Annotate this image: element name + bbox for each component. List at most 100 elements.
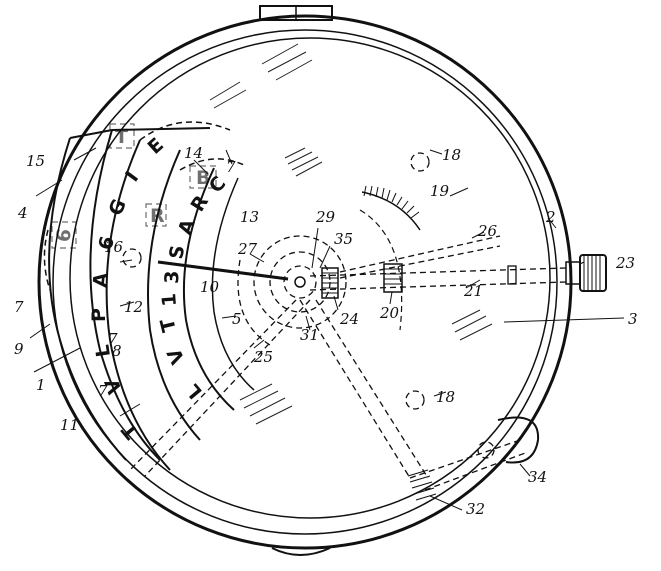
ghost-letter-0: 6	[52, 227, 76, 244]
ref-5: 5	[232, 310, 242, 328]
hole-16	[122, 248, 142, 268]
arm-34-b	[424, 451, 529, 491]
line-26	[339, 235, 501, 273]
ghost-letter-2: B	[196, 167, 210, 189]
inner-letter-3: 1	[158, 292, 181, 307]
outer-letter-3: P	[88, 308, 110, 322]
hole-34	[477, 441, 495, 459]
ref-1: 1	[36, 376, 46, 394]
ref-29: 29	[315, 208, 336, 226]
ref-7d: 7	[98, 382, 108, 400]
ref-3: 3	[628, 310, 638, 328]
inner-letter-2: T	[156, 316, 180, 334]
gear-20	[383, 263, 403, 293]
outer-letter-0: T	[118, 419, 143, 443]
knob-23	[579, 254, 607, 292]
hub-outer	[253, 235, 347, 329]
ref-18b: 18	[436, 388, 455, 406]
ref-26: 26	[477, 222, 498, 240]
knob-stem	[565, 261, 581, 285]
band-cut	[69, 127, 211, 139]
shaft-collar	[507, 265, 517, 285]
dashed-arc-left	[43, 229, 51, 291]
ref-18a: 18	[442, 146, 461, 164]
inner-letter-6: A	[174, 216, 200, 238]
ref-27: 27	[237, 240, 258, 258]
shaft-21-a	[309, 267, 567, 277]
arm-31-b	[144, 299, 311, 477]
ref-31: 31	[300, 326, 319, 344]
ghost-letter-3: T	[115, 126, 128, 148]
arc-19	[361, 191, 421, 231]
ref-15: 15	[26, 152, 45, 170]
outer-letter-4: A	[89, 271, 112, 288]
scale-19	[363, 185, 420, 219]
ref-34: 34	[528, 468, 547, 486]
ref-2: 2	[545, 208, 556, 226]
inner-letter-0: L	[182, 380, 207, 403]
inner-case-ring	[52, 29, 558, 535]
ref-21: 21	[463, 282, 483, 300]
ref-9: 9	[14, 340, 24, 358]
inner-letter-1: V	[163, 344, 189, 367]
ref-11: 11	[60, 416, 79, 434]
ref-7b: 7	[226, 158, 236, 176]
arm-32-b	[315, 299, 429, 479]
hatching	[209, 43, 493, 425]
outer-letter-5: 6	[95, 234, 120, 252]
ref-8: 8	[112, 342, 122, 360]
teeth-32	[407, 469, 437, 501]
dashed-arc-top-2	[179, 158, 247, 171]
outer-band	[48, 137, 127, 461]
dashed-arc-top	[139, 121, 231, 141]
ref-12: 12	[124, 298, 143, 316]
hub-center	[294, 276, 306, 288]
pointer-27	[157, 260, 289, 281]
arc-20	[359, 209, 403, 331]
gear-20-teeth	[384, 268, 402, 285]
hub-inner	[283, 265, 317, 299]
ref-7c: 7	[108, 330, 118, 348]
ref-14: 14	[184, 144, 203, 162]
crystal-ring	[69, 37, 551, 519]
inner-letter-5: S	[165, 244, 189, 261]
inner-wheel-outer-edge	[182, 167, 235, 411]
knob-knurling	[583, 255, 601, 291]
inner-letter-4: 3	[161, 270, 183, 284]
hole-18-bottom	[405, 390, 425, 410]
ref-20: 20	[379, 304, 400, 322]
ref-4: 4	[17, 204, 28, 222]
hub-mid	[269, 251, 331, 313]
outer-letter-8: E	[144, 134, 168, 159]
inner-wheel-letters: L V T 1 3 S A R C	[156, 172, 230, 403]
ref-35: 35	[334, 230, 353, 248]
ref-23: 23	[615, 254, 635, 272]
band-line-2	[89, 129, 161, 461]
outer-case-ring	[37, 14, 573, 550]
ref-16: 16	[104, 238, 124, 256]
lug-34	[497, 416, 540, 464]
foot	[271, 547, 331, 556]
inner-wheel-inner-edge	[211, 177, 255, 391]
leader-lines	[29, 147, 625, 511]
ref-7a: 7	[14, 298, 24, 316]
line-26-b	[339, 245, 501, 279]
outer-letter-2: L	[91, 343, 114, 358]
inner-letter-7: R	[187, 191, 214, 215]
ref-32: 32	[466, 500, 485, 518]
outer-wheel-inner-edge	[147, 149, 201, 441]
ref-13: 13	[240, 208, 259, 226]
arm-32-a	[299, 299, 411, 479]
gear-24-teeth	[322, 272, 338, 294]
reference-numerals: 2 3 4 5 7 7 7 7 8 9 10 11 12 13 14 15 16…	[14, 144, 638, 518]
ref-19: 19	[430, 182, 450, 200]
ghost-letter-1: R	[150, 205, 165, 227]
hole-18-top	[410, 152, 430, 172]
shaft-21-b	[309, 281, 567, 291]
ref-24: 24	[339, 310, 359, 328]
outer-wheel-outer-edge	[105, 139, 171, 471]
outer-letter-6: G	[104, 196, 130, 219]
ref-25: 25	[253, 348, 273, 366]
ref-10: 10	[200, 278, 220, 296]
